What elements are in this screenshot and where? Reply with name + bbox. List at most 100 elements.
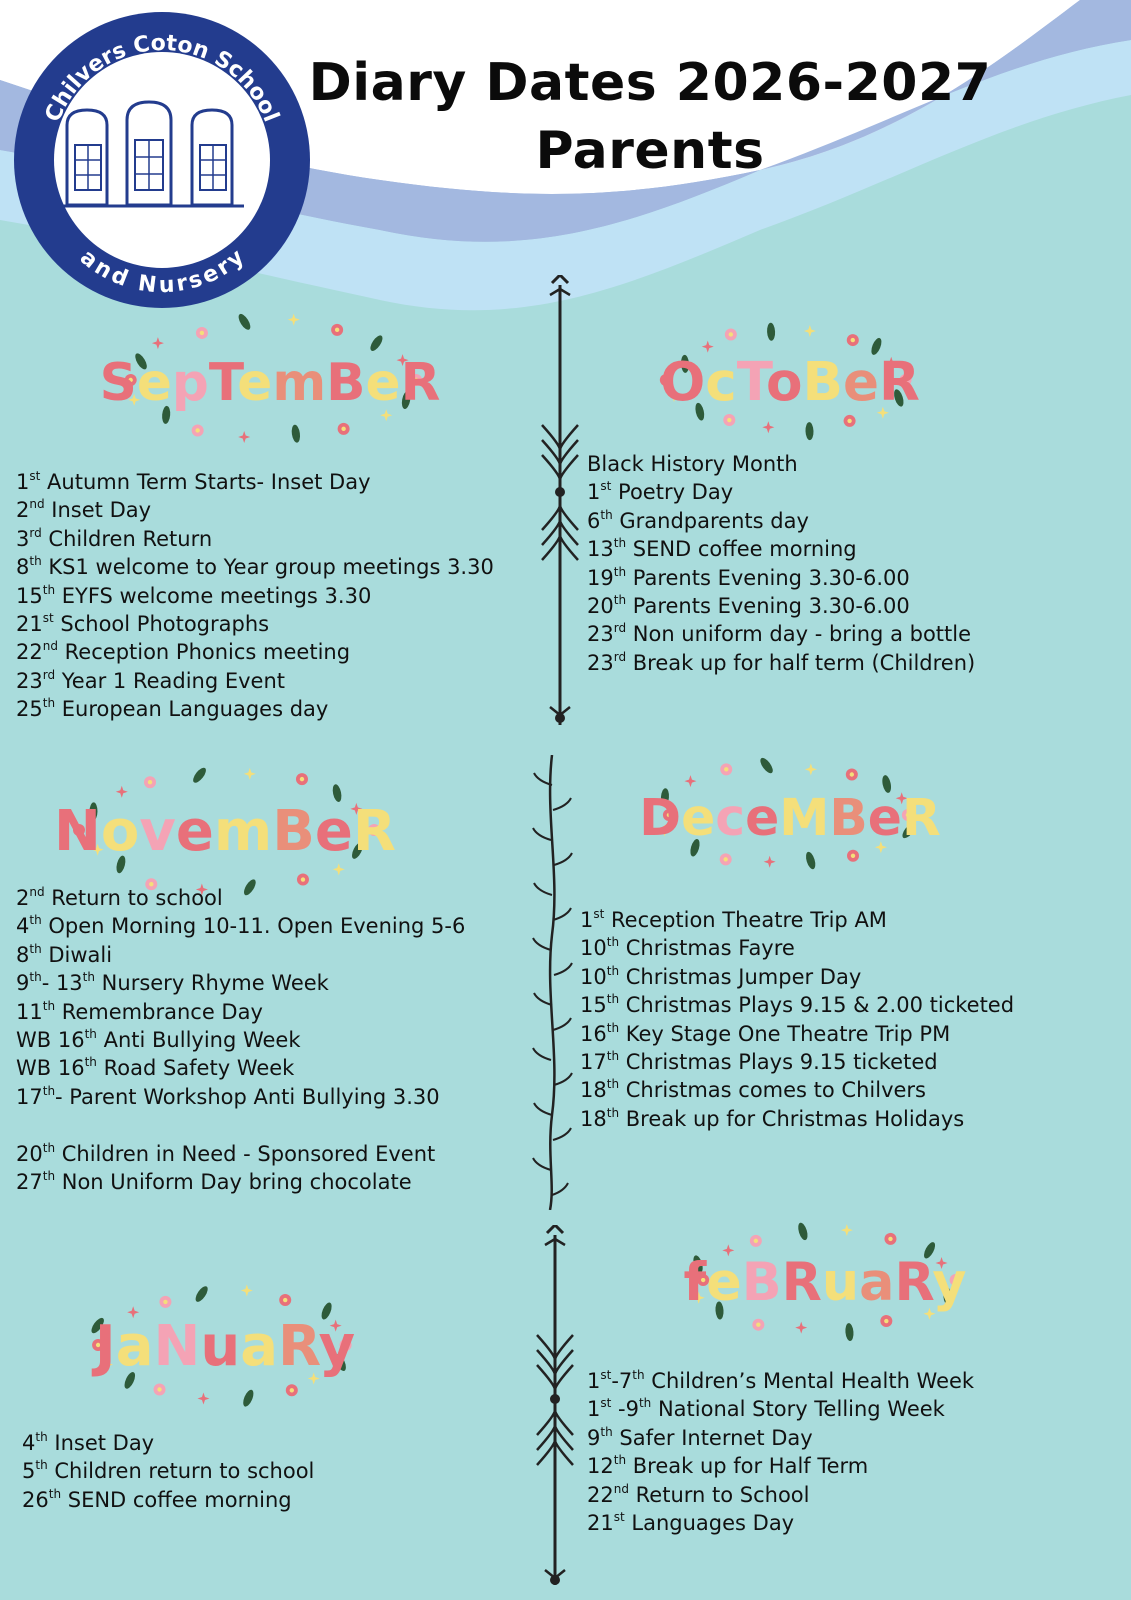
event-text: Children return to school [54,1459,315,1484]
sparkle-icon [763,855,776,868]
event-text: SEND coffee morning [67,1487,292,1512]
event-day-suffix: st [600,479,612,494]
event-day: 1 [587,480,601,505]
page-title: Diary Dates 2026-2027 Parents [300,49,1000,185]
event-day: 23 [587,622,614,647]
sparkle-icon [329,1319,342,1332]
sparkle-icon [128,393,141,406]
event-item: 11th Remembrance Day [16,998,465,1026]
sparkle-icon [840,1224,853,1237]
event-day: 5 [22,1459,36,1484]
event-text: Remembrance Day [61,999,263,1024]
event-day-suffix: th [613,564,627,579]
event-item: 23rd Break up for half term (Children) [587,649,975,677]
event-prefix: WB [16,1027,58,1052]
event-text: Break up for Half Term [632,1454,869,1479]
leaf-icon [195,1286,208,1302]
event-item: 20th Children in Need - Sponsored Event [16,1140,465,1168]
event-day-suffix: th [606,1077,620,1092]
event-text: Nursery Rhyme Week [101,971,329,996]
sparkle-icon [692,1291,705,1304]
event-item: 12th Break up for Half Term [587,1452,974,1480]
sparkle-icon [876,406,889,419]
event-text: Return to school [51,886,223,910]
flower-center-icon [343,1342,348,1348]
event-text: Autumn Term Starts- Inset Day [47,470,371,494]
event-item: 15th EYFS welcome meetings 3.30 [16,582,494,610]
leaf-icon [798,1222,808,1241]
event-day-suffix: th [42,1083,56,1098]
leaf-icon [690,839,700,857]
flower-center-icon [850,337,855,343]
sparkle-icon [115,785,128,798]
title-line-2: Parents [535,121,765,181]
sparkle-icon [238,431,251,444]
flower-center-icon [905,812,911,818]
event-day-suffix: th [606,1048,620,1063]
event-day: 23 [16,668,43,693]
event-day-suffix: th [613,1453,627,1468]
month-header-january: JaNuaRy [75,1275,375,1415]
title-line-1: Diary Dates 2026-2027 [308,53,992,113]
event-text: Christmas Plays 9.15 ticketed [625,1049,938,1074]
leaf-icon [924,1242,936,1259]
event-day: 11 [16,999,43,1024]
event-day: 22 [587,1482,614,1507]
event-day-suffix: rd [42,667,56,682]
month-title: DeceMBeR [639,788,940,847]
leaf-icon [680,354,690,373]
flower-center-icon [199,330,205,336]
event-day-suffix: th [29,970,42,985]
event-day: 22 [16,640,43,665]
event-item: 19th Parents Evening 3.30-6.00 [587,564,975,592]
event-item: 6th Grandparents day [587,507,975,535]
event-text: Non uniform day - bring a bottle [632,622,972,647]
event-day: 27 [16,1169,43,1194]
leaf-icon [291,424,301,443]
leaf-icon [894,389,904,407]
event-item: 3rd Children Return [16,525,494,553]
event-text: Inset Day [51,498,152,523]
flower-center-icon [724,767,729,772]
sparkle-icon [380,409,393,422]
floral-decoration: NovemBeR [54,767,396,896]
flower-center-icon [76,827,82,833]
month-title: feBRuaRy [684,1252,967,1313]
month-title: NovemBeR [54,799,396,864]
event-day: 4 [16,914,30,939]
leaf-icon [760,757,773,774]
flower-center-icon [283,1297,288,1303]
event-text: Open Morning 10-11. Open Evening 5-6 [48,914,466,939]
flower-center-icon [847,418,852,424]
event-day: 8 [16,942,30,967]
event-day-suffix: th [606,992,620,1007]
event-text: Christmas comes to Chilvers [625,1078,926,1103]
sparkle-icon [803,324,816,337]
event-text: Christmas Fayre [625,936,795,961]
event-day: 10 [580,936,607,961]
leaf-icon [335,1354,346,1371]
event-text: European Languages day [61,697,329,722]
event-text: Reception Theatre Trip AM [611,908,887,932]
event-day: 16 [57,1056,85,1081]
flower-center-icon [95,1342,101,1348]
event-item: 16th Key Stage One Theatre Trip PM [580,1020,1014,1048]
event-day: 21 [587,1510,614,1535]
leaf-icon [805,422,814,441]
month-header-february: feBRuaRy [670,1215,980,1345]
floral-decoration: feBRuaRy [684,1222,967,1342]
leaf-icon [882,775,892,793]
event-text: Anti Bullying Week [103,1027,301,1052]
event-day: 1 [587,1369,601,1393]
event-day-suffix: nd [613,1481,629,1496]
flower-center-icon [157,1387,162,1392]
event-day-suffix: st [613,1509,625,1524]
flower-center-icon [371,827,377,833]
event-day-suffix: th [606,1105,620,1120]
sparkle-icon [895,792,908,805]
sparkle-icon [240,1284,253,1297]
event-item: 10th Christmas Fayre [580,934,1014,962]
event-day: 9 [16,971,30,996]
